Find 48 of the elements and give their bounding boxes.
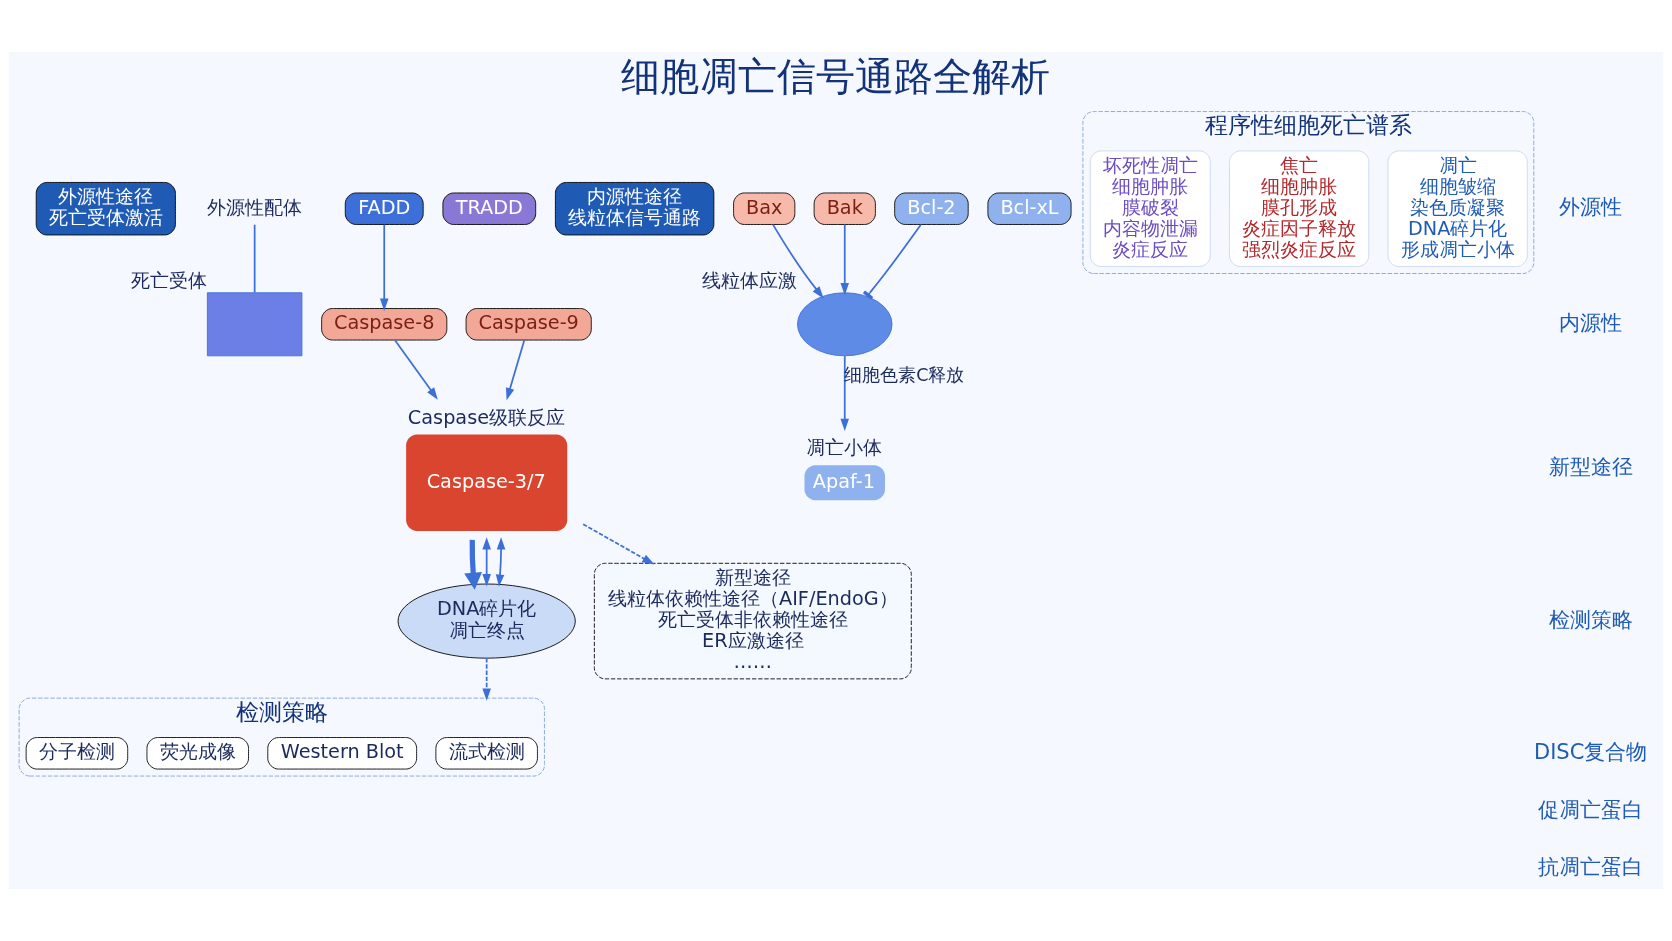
label: 内源性 xyxy=(1559,309,1623,335)
node-box: Apaf-1 xyxy=(804,465,886,501)
node-box: Bcl-xL xyxy=(987,192,1072,225)
node-label: 凋亡小体 xyxy=(806,436,883,460)
arrow xyxy=(464,539,482,590)
node-box: Caspase-8 xyxy=(321,308,448,341)
node-box: Caspase-9 xyxy=(465,308,592,341)
node-box: 流式检测 xyxy=(435,737,538,770)
node-box: 坏死性凋亡 细胞肿胀 膜破裂 内容物泄漏 炎症反应 xyxy=(1089,150,1211,267)
arrow xyxy=(505,339,526,401)
label: 抗凋亡蛋白 xyxy=(1538,854,1644,880)
node-box: Bax xyxy=(733,192,796,225)
arrow xyxy=(379,223,389,311)
node-box: Bak xyxy=(813,192,876,225)
arrow xyxy=(772,223,824,299)
node-box: Western Blot xyxy=(267,737,418,770)
arrow xyxy=(582,523,655,565)
node-box: 外源性途径 死亡受体激活 xyxy=(35,182,176,236)
arrow xyxy=(482,657,491,701)
node-label: 死亡受体 xyxy=(130,269,207,293)
connector xyxy=(862,223,922,300)
node-label: 线粒体应激 xyxy=(702,269,798,293)
node-box: Caspase-3/7 xyxy=(406,434,568,531)
arrow xyxy=(495,537,506,587)
diagram-title: 细胞凋亡信号通路全解析 xyxy=(621,53,1051,99)
label: DISC复合物 xyxy=(1534,738,1648,764)
node-box: 内源性途径 线粒体信号通路 xyxy=(554,182,715,236)
arrow xyxy=(482,537,491,587)
arrow xyxy=(840,355,850,431)
node-box: Bcl-2 xyxy=(894,192,969,225)
node-ellipse: DNA碎片化 凋亡终点 xyxy=(397,583,576,659)
label: 检测策略 xyxy=(1548,606,1633,632)
node-box: 荧光成像 xyxy=(146,737,249,770)
node-box: 焦亡 细胞肿胀 膜孔形成 炎症因子释放 强烈炎症反应 xyxy=(1229,150,1370,267)
label: 外源性 xyxy=(1559,194,1623,220)
node-box xyxy=(206,292,303,357)
node-label: Caspase级联反应 xyxy=(407,405,566,429)
node-box: FADD xyxy=(344,192,424,225)
connector xyxy=(253,223,256,294)
label: 新型途径 xyxy=(1548,454,1633,480)
node-box: 凋亡 细胞皱缩 染色质凝聚 DNA碎片化 形成凋亡小体 xyxy=(1387,150,1528,267)
node-box: TRADD xyxy=(442,192,537,225)
node-box: 新型途径 线粒体依赖性途径（AIF/EndoG） 死亡受体非依赖性途径 ER应激途径 …… xyxy=(593,562,912,680)
arrow xyxy=(394,339,438,400)
arrow xyxy=(840,223,850,296)
node-text: 外源性配体 xyxy=(207,195,303,219)
node-box: 分子检测 xyxy=(25,737,129,770)
label: 促凋亡蛋白 xyxy=(1538,797,1644,823)
